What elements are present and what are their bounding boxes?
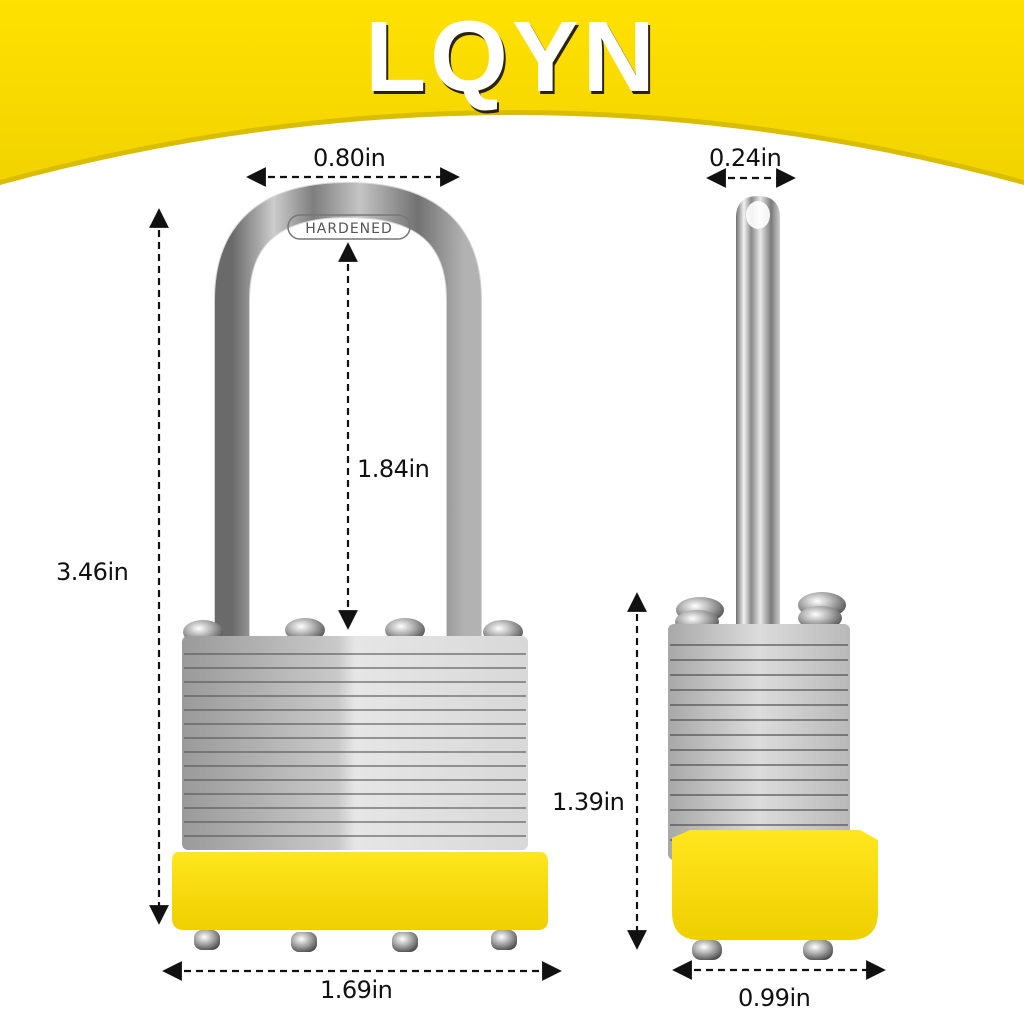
label-shackle-clearance: 1.84in xyxy=(357,455,430,483)
side-lock-body xyxy=(668,624,850,860)
label-side-depth: 0.99in xyxy=(738,984,811,1012)
shackle xyxy=(215,182,481,640)
brand-banner xyxy=(0,0,1024,185)
label-shackle-diameter: 0.24in xyxy=(709,144,782,172)
shackle-engraving: HARDENED xyxy=(305,221,393,237)
bumper xyxy=(172,852,548,930)
side-view-padlock xyxy=(668,196,878,960)
side-bumper xyxy=(672,830,878,940)
front-view-padlock: HARDENED xyxy=(172,181,548,952)
label-shackle-width: 0.80in xyxy=(313,144,386,172)
lock-body xyxy=(182,636,528,850)
label-total-height: 3.46in xyxy=(56,558,129,586)
brand-logo: LQYN xyxy=(365,1,659,113)
label-side-height: 1.39in xyxy=(552,788,625,816)
side-shackle xyxy=(736,196,780,640)
label-body-width: 1.69in xyxy=(320,976,393,1004)
